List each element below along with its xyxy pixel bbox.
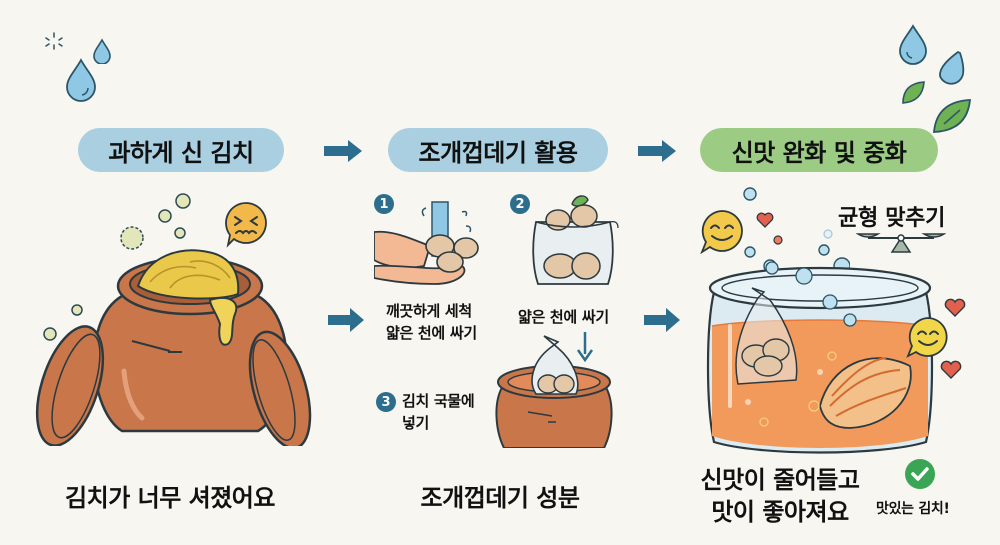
header-use-shells: 조개껍데기 활용: [388, 128, 608, 172]
heart-icon: [944, 298, 966, 317]
step-number-1: 1: [374, 194, 394, 214]
arrow-down-icon: [576, 332, 594, 362]
disgusted-face-icon: [225, 202, 267, 248]
pot-with-shell-bag-icon: [495, 335, 613, 448]
heart-icon: [756, 212, 774, 228]
balance-label: 균형 맞추기: [838, 206, 946, 231]
sparkle-icon: [45, 32, 63, 50]
step-1-label-line1: 깨끗하게 세척: [386, 302, 472, 320]
water-drop-icon: [939, 50, 965, 85]
arrow-right-icon: [644, 308, 680, 332]
tasty-kimchi-badge: 맛있는 김치!: [876, 501, 950, 517]
arrow-right-icon: [328, 308, 364, 332]
caption-sourness-reduced-line2: 맛이 좋아져요: [711, 498, 849, 526]
smiley-bubble-icon: [700, 210, 743, 254]
leaf-icon: [933, 99, 972, 133]
water-drop-icon: [93, 38, 111, 64]
heart-icon: [940, 360, 962, 379]
smiley-bubble-icon: [906, 317, 948, 358]
step-number-3: 3: [376, 392, 396, 412]
step-3-label-line1: 김치 국물에: [402, 392, 475, 410]
check-icon: [905, 459, 935, 489]
water-drop-icon: [899, 24, 927, 65]
step-3-label-line2: 넣기: [402, 414, 430, 432]
caption-shell-components: 조개껍데기 성분: [420, 484, 580, 512]
jar-with-kimchi-and-shells-icon: [706, 261, 934, 454]
water-drop-icon: [66, 58, 96, 102]
balance-scale-icon: [856, 233, 946, 253]
step-1-label-line2: 얇은 천에 싸기: [386, 324, 477, 342]
header-neutralize-sourness: 신맛 완화 및 중화: [700, 128, 938, 172]
step-2-label: 얇은 천에 싸기: [518, 308, 609, 326]
hands-washing-shells-icon: [374, 201, 479, 285]
header-oversour-kimchi: 과하게 신 김치: [78, 128, 284, 172]
arrow-right-icon: [324, 140, 362, 162]
arrow-right-icon: [638, 140, 676, 162]
kimchi-pot-icon: [35, 193, 312, 446]
leaf-icon: [902, 81, 925, 104]
caption-kimchi-too-sour: 김치가 너무 셔졌어요: [65, 484, 275, 512]
caption-sourness-reduced-line1: 신맛이 줄어들고: [700, 466, 860, 494]
step-number-2: 2: [510, 194, 530, 214]
shells-in-cloth-bag-icon: [532, 195, 619, 285]
